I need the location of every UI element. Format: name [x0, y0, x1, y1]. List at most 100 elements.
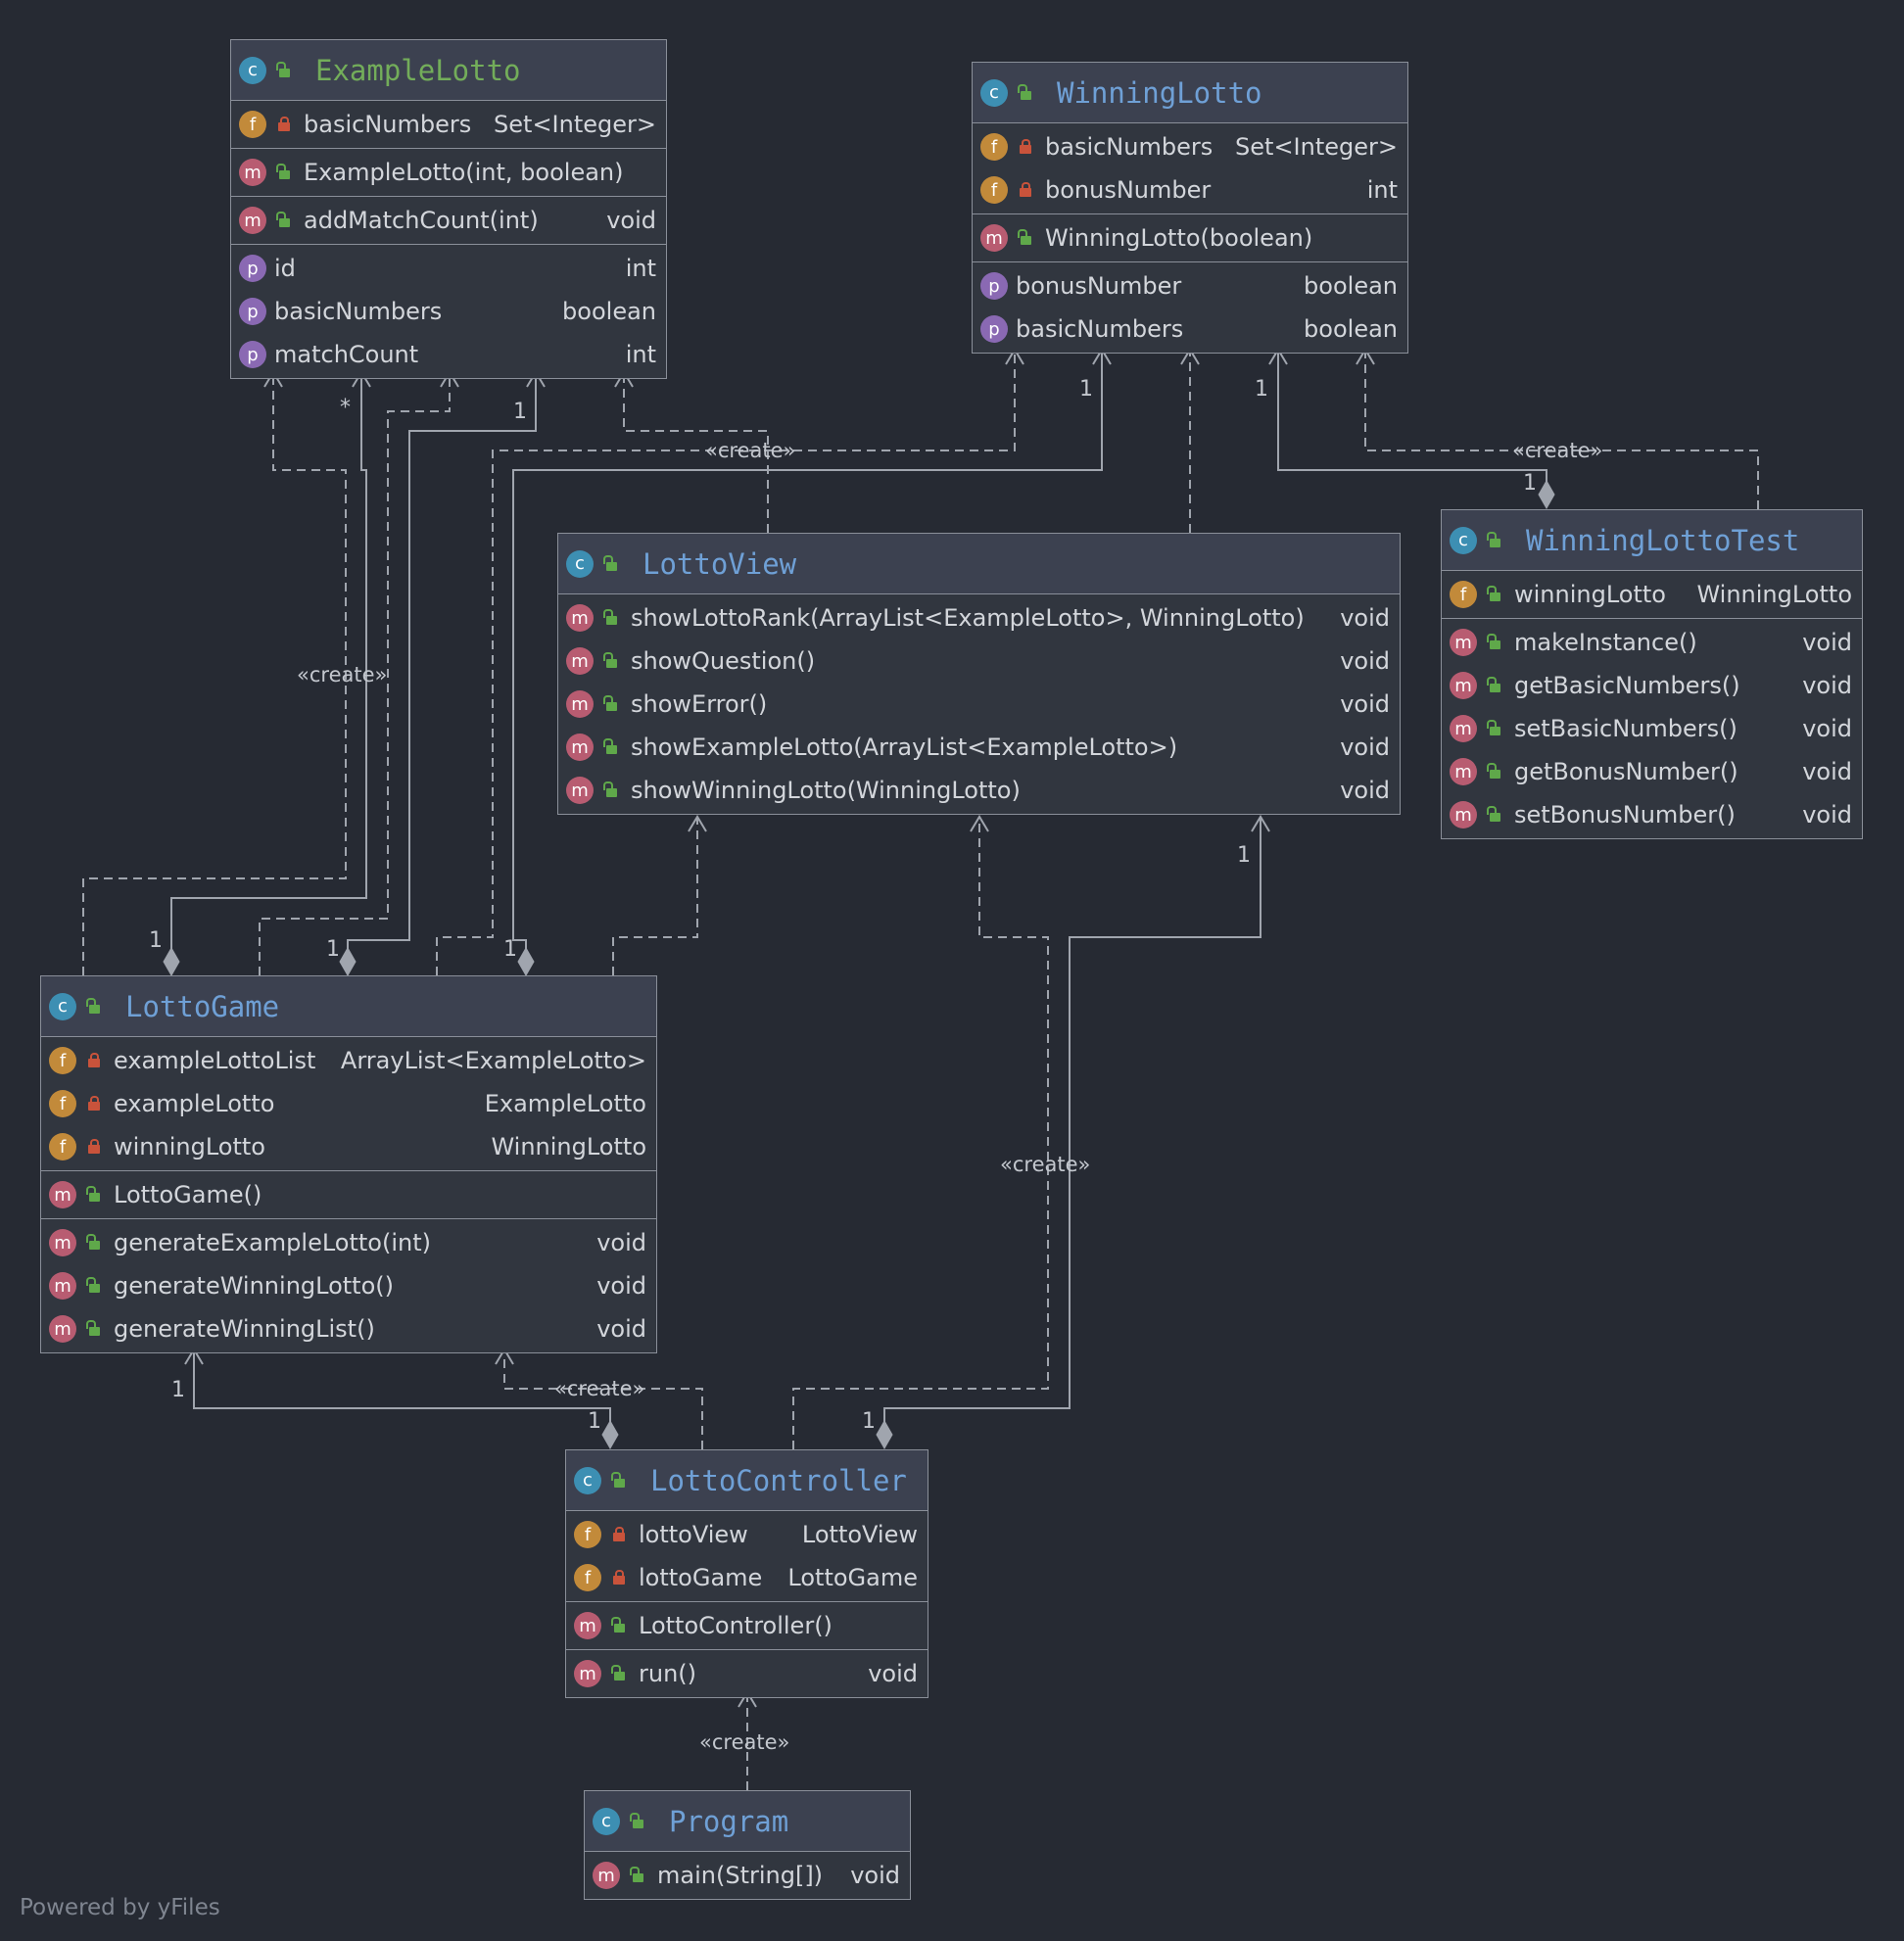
mult-examplelotto-one: 1 — [513, 400, 527, 424]
public-lock-icon — [1018, 229, 1033, 247]
member-name: setBasicNumbers() — [1514, 715, 1737, 742]
method-icon: m — [566, 690, 594, 718]
member-name: WinningLotto(boolean) — [1045, 224, 1313, 252]
edge-lottoview-examplelotto-dep — [623, 372, 769, 533]
public-lock-icon — [86, 1234, 102, 1252]
private-lock-icon — [611, 1569, 627, 1586]
member-name: ExampleLotto(int, boolean) — [304, 159, 624, 186]
edge-lottogame-examplelotto-dep — [259, 372, 451, 975]
member-type: WinningLotto — [491, 1133, 646, 1160]
member-name: generateExampleLotto(int) — [114, 1229, 431, 1256]
public-lock-icon — [603, 652, 619, 670]
edge-lottogame-examplelotto-assoc-one — [347, 372, 537, 960]
mult-controller-1b: 1 — [862, 1409, 876, 1434]
member-name: showWinningLotto(WinningLotto) — [631, 777, 1021, 804]
member-name: getBonusNumber() — [1514, 758, 1738, 785]
public-lock-icon — [603, 695, 619, 713]
member-name: id — [274, 255, 296, 282]
mult-winninglotto-1a: 1 — [1079, 377, 1093, 402]
label-create-lottoview-top: «create» — [705, 439, 795, 462]
member-name: bonusNumber — [1016, 272, 1182, 300]
method-icon: m — [239, 207, 266, 234]
public-lock-icon — [1487, 677, 1502, 694]
member-name: showExampleLotto(ArrayList<ExampleLotto>… — [631, 734, 1178, 761]
mult-lottogame-1a: 1 — [149, 928, 163, 953]
method-icon: m — [980, 224, 1008, 252]
member-name: exampleLottoList — [114, 1047, 316, 1074]
public-lock-icon — [611, 1471, 627, 1490]
member-type: void — [1802, 629, 1852, 656]
member-type: void — [1802, 758, 1852, 785]
member-type: void — [1340, 777, 1390, 804]
member-row[interactable]: m WinningLotto(boolean) — [973, 216, 1407, 260]
member-type: void — [1802, 801, 1852, 828]
method-icon: m — [566, 777, 594, 804]
member-name: main(String[]) — [657, 1862, 824, 1889]
member-name: getBasicNumbers() — [1514, 672, 1740, 699]
class-name: LottoGame — [125, 989, 280, 1023]
public-lock-icon — [603, 554, 619, 573]
public-lock-icon — [86, 1320, 102, 1338]
member-type: void — [1340, 647, 1390, 675]
member-name: winningLotto — [114, 1133, 265, 1160]
member-name: basicNumbers — [1045, 133, 1214, 161]
class-icon: c — [980, 78, 1008, 107]
member-type: void — [1802, 715, 1852, 742]
private-lock-icon — [86, 1052, 102, 1069]
public-lock-icon — [86, 997, 102, 1016]
powered-by-footer: Powered by yFiles — [20, 1895, 220, 1920]
member-row[interactable]: m showWinningLotto(WinningLotto) void — [558, 769, 1400, 812]
class-name: Program — [669, 1804, 789, 1838]
member-name: lottoView — [639, 1521, 748, 1548]
mult-lottogame-1b: 1 — [326, 937, 340, 962]
